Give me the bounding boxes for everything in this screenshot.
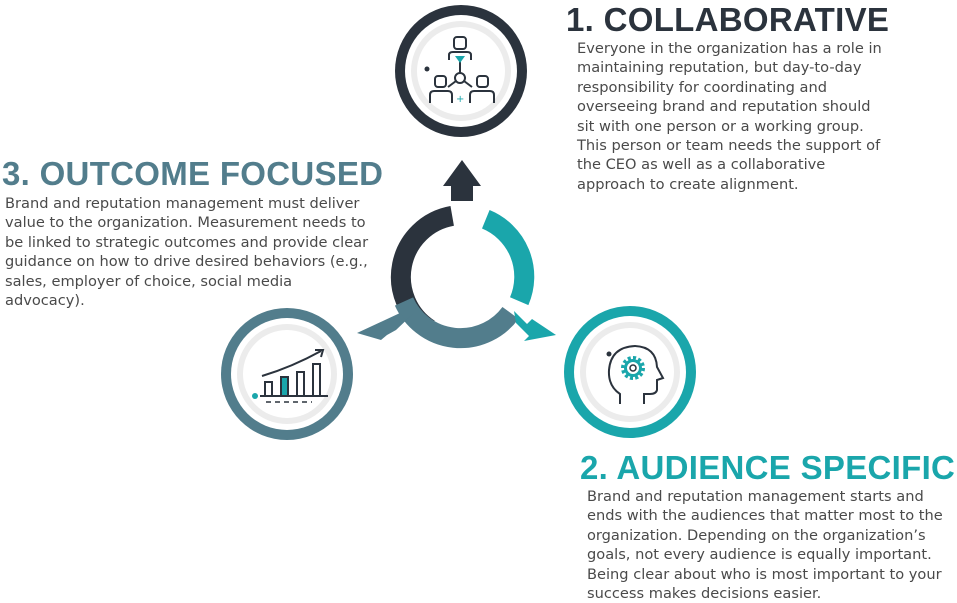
arrow-head-teal: [514, 311, 556, 341]
growth-chart-dot: [252, 393, 258, 399]
cycle-arc-slate: [394, 297, 519, 349]
text-collaborative: Everyone in the organization has a role …: [577, 40, 882, 193]
cycle-arc-teal: [481, 210, 535, 306]
head-gear-dot: [606, 351, 612, 357]
arrow-head-slate: [357, 311, 416, 340]
people-network-plus: +: [456, 94, 464, 105]
people-network-icon: [429, 36, 495, 103]
people-network-accent: [455, 56, 465, 63]
gear-icon: [621, 356, 645, 380]
heading-collaborative: 1. COLLABORATIVE: [566, 1, 890, 38]
growth-chart-icon: [260, 349, 328, 403]
text-outcome-focused: Brand and reputation management must del…: [5, 195, 369, 310]
people-network-dot: [424, 66, 430, 72]
heading-audience-specific: 2. AUDIENCE SPECIFIC: [580, 449, 956, 486]
arrow-head-dark: [443, 160, 481, 201]
head-gear-icon: [607, 344, 665, 404]
text-audience-specific: Brand and reputation management starts a…: [587, 488, 943, 603]
heading-outcome-focused: 3. OUTCOME FOCUSED: [2, 155, 384, 192]
node-outcome-focused: [221, 308, 353, 440]
node-audience-specific: [564, 306, 696, 438]
